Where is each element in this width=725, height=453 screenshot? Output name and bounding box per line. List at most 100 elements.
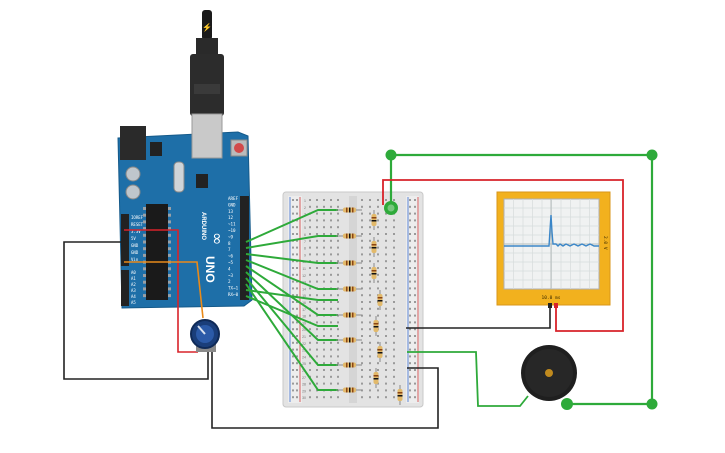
analog-pin-label: A1 <box>131 276 136 281</box>
digital-wire[interactable] <box>245 295 338 327</box>
digital-signal-wires[interactable] <box>245 209 338 391</box>
dc-power-jack <box>120 126 146 160</box>
wire-endpoint[interactable] <box>646 149 658 161</box>
breadboard-row-number: 29 <box>302 389 306 393</box>
resistor[interactable] <box>336 260 362 266</box>
scope-time-label: 10.0 ms <box>542 295 561 301</box>
power-pin-label: GND <box>131 250 139 255</box>
digital-pin-label: 13 <box>228 209 234 214</box>
digital-pin-label: ~10 <box>228 228 236 233</box>
resistor[interactable] <box>336 233 362 239</box>
scope-probe-positive[interactable] <box>554 303 558 308</box>
power-pin-label: 3.3V <box>131 229 141 234</box>
arduino-logo: ∞ <box>208 232 227 245</box>
breadboard-row-number: 28 <box>302 383 306 387</box>
wire-pot-ground[interactable] <box>211 352 439 429</box>
wire-scope-positive[interactable] <box>382 179 624 332</box>
breadboard-row-number: 15 <box>302 294 306 298</box>
capacitor <box>125 166 141 182</box>
breadboard-row-number: 2 <box>304 206 306 210</box>
digital-pin-label: ~3 <box>228 273 234 278</box>
wire-buzzer-signal[interactable] <box>407 351 529 407</box>
scope-probe-negative[interactable] <box>548 303 552 308</box>
resistor[interactable] <box>371 263 377 283</box>
usb-cable-plug-icon[interactable]: ⚡ <box>190 10 224 159</box>
digital-pin-label: AREF <box>228 196 239 201</box>
resistor[interactable] <box>336 286 362 292</box>
resistor[interactable] <box>377 290 383 310</box>
power-pin-label: RESET <box>131 222 144 227</box>
analog-pin-label: A5 <box>131 300 136 305</box>
resistor[interactable] <box>373 368 379 388</box>
digital-wire[interactable] <box>245 209 338 243</box>
digital-pin-label: 8 <box>228 241 231 246</box>
digital-pin-label: ~9 <box>228 234 234 239</box>
potentiometer-knob-icon[interactable] <box>190 319 220 352</box>
breadboard[interactable]: 1234567891011121314151617181920212223242… <box>282 191 424 408</box>
breadboard-row-number: 24 <box>302 355 306 359</box>
atmega-chip <box>146 204 168 300</box>
digital-pin-label: TX→1 <box>228 286 239 291</box>
wire-gnd-top-rail[interactable] <box>391 153 654 406</box>
svg-text:⚡: ⚡ <box>202 22 212 32</box>
digital-wire[interactable] <box>245 283 338 391</box>
analog-pin-label: A2 <box>131 282 136 287</box>
digital-wire[interactable] <box>245 265 338 316</box>
resistor-group[interactable] <box>336 207 403 406</box>
breadboard-row-number: 18 <box>302 315 306 319</box>
digital-wire[interactable] <box>245 235 338 249</box>
digital-pin-label: 12 <box>228 215 234 220</box>
wire-scope-negative[interactable] <box>406 307 551 329</box>
resistor[interactable] <box>377 342 383 362</box>
wire-endpoint[interactable] <box>385 149 397 161</box>
capacitor <box>125 184 141 200</box>
wire-endpoint[interactable] <box>384 201 398 215</box>
resistor[interactable] <box>336 337 362 343</box>
digital-header <box>240 196 249 300</box>
breadboard-row-number: 23 <box>302 349 306 353</box>
breadboard-row-number: 19 <box>302 321 306 325</box>
digital-pin-label: ~6 <box>228 254 234 259</box>
digital-pin-label: GND <box>228 202 236 207</box>
power-pin-label: 5V <box>131 236 136 241</box>
wire-endpoint[interactable] <box>561 398 573 410</box>
breadboard-row-number: 22 <box>302 342 306 346</box>
digital-wire[interactable] <box>245 253 338 264</box>
digital-pin-label: ~5 <box>228 260 234 265</box>
breadboard-row-number: 9 <box>304 253 306 257</box>
digital-pin-label: 4 <box>228 266 231 271</box>
arduino-brand-label: ARDUINO <box>200 212 206 240</box>
power-pin-label: GND <box>131 243 139 248</box>
breadboard-row-number: 6 <box>304 233 306 237</box>
resistor[interactable] <box>336 362 362 368</box>
breadboard-row-number: 12 <box>302 274 306 278</box>
wire-endpoint[interactable] <box>646 398 658 410</box>
wire-5v-arduino[interactable] <box>124 229 198 353</box>
wire-a0-arduino[interactable] <box>124 261 204 319</box>
analog-pin-label: A0 <box>131 270 136 275</box>
breadboard-row-number: 27 <box>302 376 306 380</box>
digital-wire[interactable] <box>245 259 338 290</box>
digital-pin-label: 7 <box>228 247 231 252</box>
resistor[interactable] <box>371 210 377 230</box>
resistor[interactable] <box>336 387 362 393</box>
arduino-uno-board[interactable]: ∞ ARDUINO UNO AREFGND1312~11~10~987~6~54… <box>117 126 253 309</box>
breadboard-row-number: 30 <box>302 396 306 400</box>
analog-pin-label: A4 <box>131 294 136 299</box>
wire-gnd-arduino[interactable] <box>63 241 209 380</box>
resistor[interactable] <box>397 385 403 405</box>
analog-header <box>121 270 129 306</box>
oscilloscope[interactable]: 10.0 ms 2.0 V <box>496 191 611 308</box>
arduino-model-label: UNO <box>203 256 217 283</box>
piezo-buzzer-icon[interactable] <box>521 345 577 410</box>
digital-wire[interactable] <box>245 271 338 341</box>
power-pin-label: IOREF <box>131 215 144 220</box>
power-pin-label: Vin <box>131 257 139 262</box>
resistor[interactable] <box>336 312 362 318</box>
resistor[interactable] <box>336 207 362 213</box>
breadboard-row-number: 17 <box>302 308 306 312</box>
resistor[interactable] <box>373 316 379 336</box>
resistor[interactable] <box>371 237 377 257</box>
digital-wire[interactable] <box>245 289 338 301</box>
